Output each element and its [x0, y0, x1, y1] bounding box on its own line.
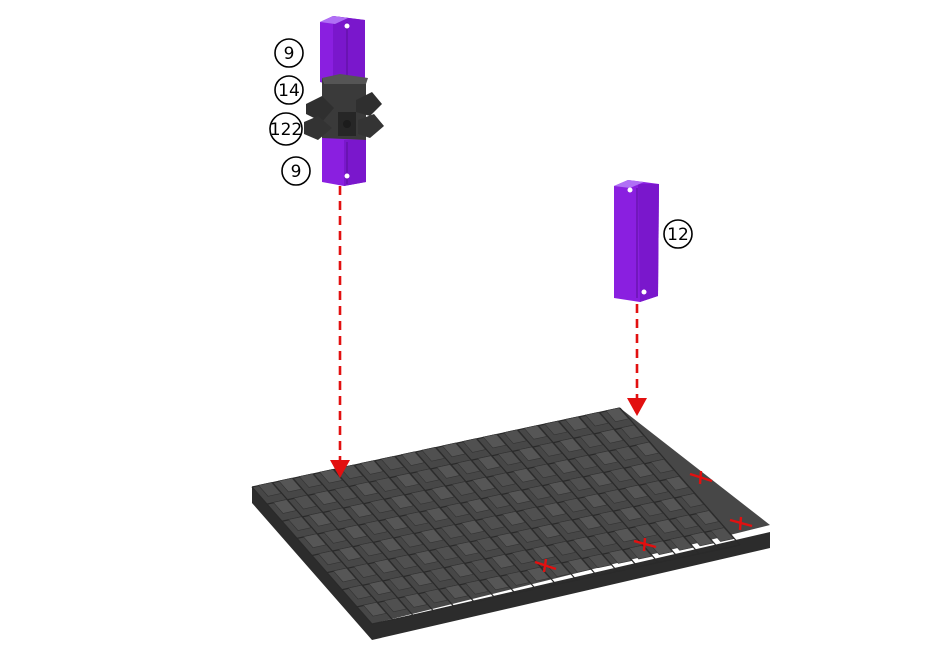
callout-14: 14 [275, 76, 303, 104]
connector-hub [304, 74, 384, 142]
callout-label: 122 [270, 120, 302, 140]
placement-arrow-right [627, 304, 647, 416]
callout-label: 14 [278, 81, 300, 101]
left-tube-assembly [304, 16, 384, 186]
callout-label: 9 [291, 162, 302, 182]
baseplate [252, 408, 770, 640]
callout-122: 122 [270, 113, 302, 145]
placement-arrow-left [330, 186, 350, 478]
callout-9-lower: 9 [282, 157, 310, 185]
callout-9-upper: 9 [275, 39, 303, 67]
callout-label: 12 [667, 225, 689, 245]
callout-12: 12 [664, 220, 692, 248]
right-purple-tube [614, 180, 659, 302]
callout-label: 9 [284, 44, 295, 64]
arrow-head-icon [627, 398, 647, 416]
lower-purple-tube [322, 138, 366, 186]
